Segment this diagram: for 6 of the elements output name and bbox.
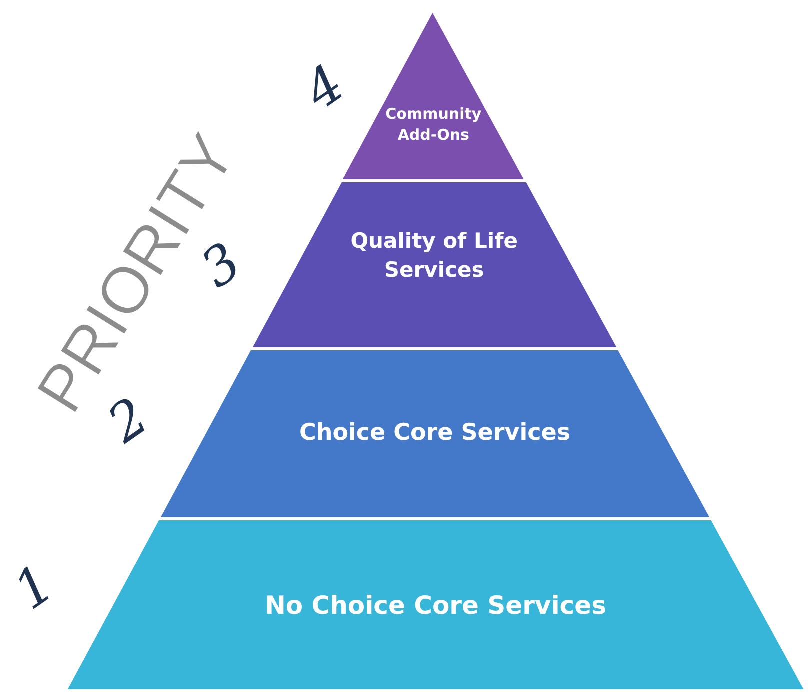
tier-label: No Choice Core Services (264, 590, 608, 622)
tier-label: Choice Core Services (298, 419, 572, 448)
priority-number: 1 (6, 557, 64, 619)
tier-label: Community Add-Ons (384, 104, 483, 146)
tier-label: Quality of Life Services (350, 228, 519, 284)
priority-number: 4 (296, 57, 354, 119)
